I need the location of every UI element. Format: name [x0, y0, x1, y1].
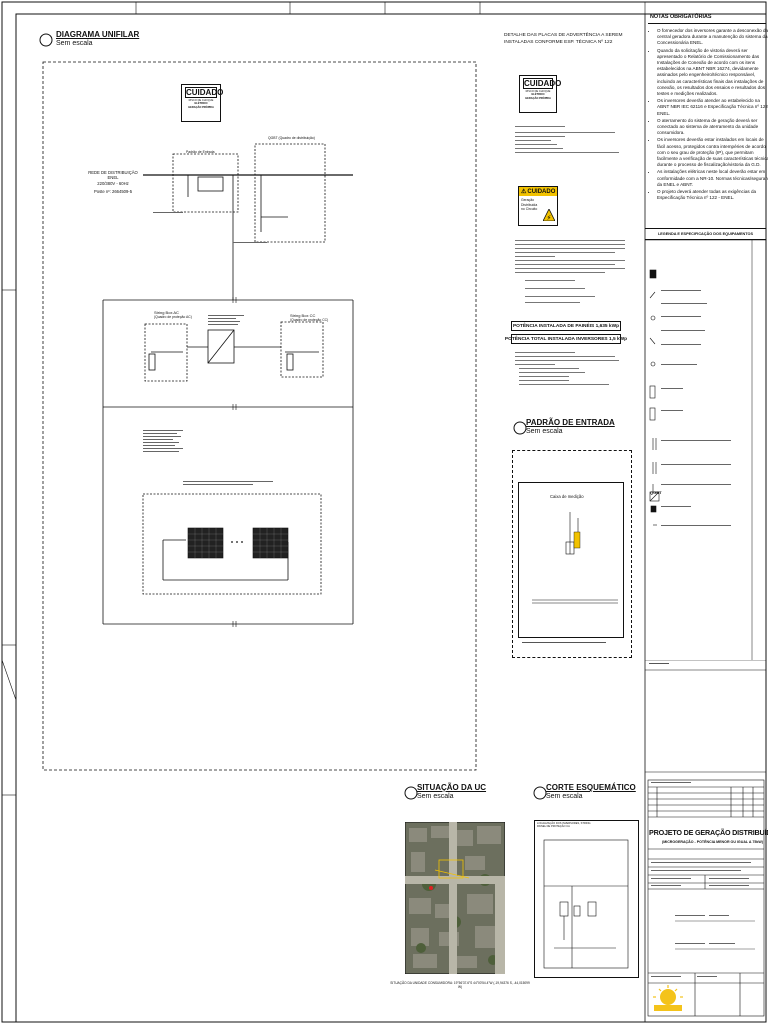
rede-line-2: ENEL: [107, 175, 119, 181]
stringbox-ac-label: String Box AC (Quadro de proteção AC): [154, 310, 192, 320]
notas-title: NOTAS OBRIGATÓRIAS: [648, 14, 766, 24]
potencia-paineis: POTÊNCIA INSTALADA DE PAINÉIS 1,635 kWp: [511, 321, 621, 331]
rede-line-3: 220/380V - 60Hz: [97, 180, 129, 186]
placa-cuidado-line-3: GERAÇÃO PRÓPRIA: [525, 96, 551, 100]
projeto-title: PROJETO DE GERAÇÃO DISTRIBUÍDA (GD): [649, 828, 768, 837]
high-voltage-icon: ⚡: [543, 209, 555, 221]
placas-notes-lines: [515, 126, 619, 153]
rede-line-1: REDE DE DISTRIBUIÇÃO: [88, 170, 138, 175]
padrao-scale: Sem escala: [526, 428, 563, 435]
stringbox-cc-label: String Box CC (Quadro de proteção CC): [290, 313, 329, 323]
situacao-caption: SITUAÇÃO DA UNIDADE CONSUMIDORA: 19°56'3…: [390, 981, 530, 989]
corte-drawing: [543, 839, 629, 969]
placa-cuidado-line-2: ELÉTRICO: [531, 93, 545, 97]
legenda-table: [645, 240, 766, 660]
section-circle-icon: [513, 421, 527, 435]
stringbox-cc-title: String Box CC: [290, 313, 316, 318]
company-logo: [653, 985, 683, 1011]
pv-panel-2: [252, 527, 289, 559]
warn-header-text: CUIDADO: [527, 188, 556, 195]
stringbox-ac-title: String Box AC: [154, 310, 179, 315]
nota-item: O projeto deverá atender todas as exigên…: [657, 189, 768, 201]
padrao-entrada-label: Padrão de Entrada: [186, 150, 215, 154]
placa-cuidado-line-1: RISCO DE CHOQUE: [525, 90, 551, 93]
corte-frame: [534, 820, 639, 978]
section-circle-icon: [533, 786, 547, 800]
section-circle-icon: [39, 33, 53, 47]
corte-scale: Sem escala: [546, 793, 583, 800]
corte-note-line-2: PAINEL DE PROTEÇÃO CA: [537, 825, 570, 829]
poste-label: Poste nº: 2664509-5: [93, 189, 133, 195]
nota-item: Os inversores deverão estar instalados e…: [657, 137, 768, 168]
placas-spec-lines: [515, 240, 625, 303]
placa-cuidado: CUIDADO RISCO DE CHOQUE ELÉTRICO GERAÇÃO…: [519, 75, 562, 113]
padrao-drawing: [532, 512, 618, 604]
placas-title-line-1: DETALHE DAS PLACAS DE ADVERTÊNCIA A SERE…: [504, 33, 623, 38]
title-block-grid: [647, 779, 765, 1017]
corte-note-line-1: LOCALIZAÇÃO DOS INVERSORES, STRING: [537, 822, 591, 825]
padrao-title: PADRÃO DE ENTRADA: [526, 418, 615, 427]
qgbt-label: QGBT (Quadro de distribuição): [268, 136, 315, 140]
warn-line-1: Geração: [521, 198, 535, 202]
corte-note: LOCALIZAÇÃO DOS INVERSORES, STRING PAINE…: [537, 822, 590, 829]
legenda-qgbt: QGBT: [650, 490, 662, 495]
nota-item: O fornecedor dos inversores garante a de…: [657, 28, 768, 47]
placa-cuidado-text: CUIDADO: [523, 78, 562, 89]
nota-item: Quando da solicitação de vistoria deverá…: [657, 48, 768, 98]
warn-body: Geração Distribuída no Circuito: [519, 196, 557, 212]
rede-label: REDE DE DISTRIBUIÇÃO ENEL 220/380V - 60H…: [88, 170, 138, 195]
placas-title: DETALHE DAS PLACAS DE ADVERTÊNCIA A SERE…: [504, 32, 622, 46]
padrao-inner: [518, 482, 624, 638]
unifilar-scale: Sem escala: [56, 40, 93, 47]
cuidado-plaque: CUIDADO RISCO DE CHOQUE ELÉTRICO GERAÇÃO…: [181, 84, 224, 122]
warn-line-3: no Circuito: [521, 207, 538, 212]
warning-icon: ⚠: [521, 189, 527, 195]
nota-item: As instalações elétricas neste local dev…: [657, 169, 768, 188]
warn-line-2: Distribuída: [521, 202, 538, 207]
notas-list: O fornecedor dos inversores garante a de…: [648, 28, 768, 202]
padrao-frame: [512, 450, 632, 658]
legenda-title: LEGENDA E ESPECIFICAÇÃO DOS EQUIPAMENTOS: [645, 228, 766, 240]
cuidado-line-1: RISCO DE CHOQUE: [188, 99, 214, 102]
potencia-notes-lines: [515, 352, 619, 385]
cuidado-line-2: ELÉTRICO: [194, 102, 208, 106]
placas-title-line-2: INSTALADAS CONFORME ESP. TÉCNICA Nº 122: [504, 40, 613, 45]
corte-title: CORTE ESQUEMÁTICO: [546, 783, 636, 792]
cuidado-line-3: GERAÇÃO PRÓPRIA: [188, 105, 214, 109]
warn-header: ⚠ CUIDADO: [519, 187, 557, 196]
situacao-scale: Sem escala: [417, 793, 454, 800]
unifilar-diagram: [102, 143, 354, 627]
situacao-title: SITUAÇÃO DA UC: [417, 783, 487, 792]
stringbox-ac-subtitle: (Quadro de proteção AC): [154, 315, 192, 320]
section-circle-icon: [404, 786, 418, 800]
stringbox-cc-subtitle: (Quadro de proteção CC): [290, 318, 329, 323]
svg-text:⚡: ⚡: [547, 214, 552, 221]
projeto-subtitle: (MICROGERAÇÃO - POTÊNCIA MENOR OU IGUAL …: [662, 840, 763, 844]
pv-panel-1: [187, 527, 224, 559]
placa-advertencia: ⚠ CUIDADO Geração Distribuída no Circuit…: [518, 186, 558, 226]
nota-item: O aterramento do sistema de geração deve…: [657, 118, 768, 137]
unifilar-title: DIAGRAMA UNIFILAR: [56, 30, 140, 39]
padrao-caption-line: [522, 642, 606, 643]
nota-item: Os inversores deverão atender ao estabel…: [657, 98, 768, 117]
potencia-inversores: POTÊNCIA TOTAL INSTALADA INVERSORES 1,5 …: [505, 334, 627, 344]
cuidado-text: CUIDADO: [185, 87, 224, 98]
situacao-aerial-map: [405, 822, 505, 974]
right-column-rules: [645, 660, 766, 773]
caixa-medicao-label: Caixa de medição: [550, 494, 584, 499]
